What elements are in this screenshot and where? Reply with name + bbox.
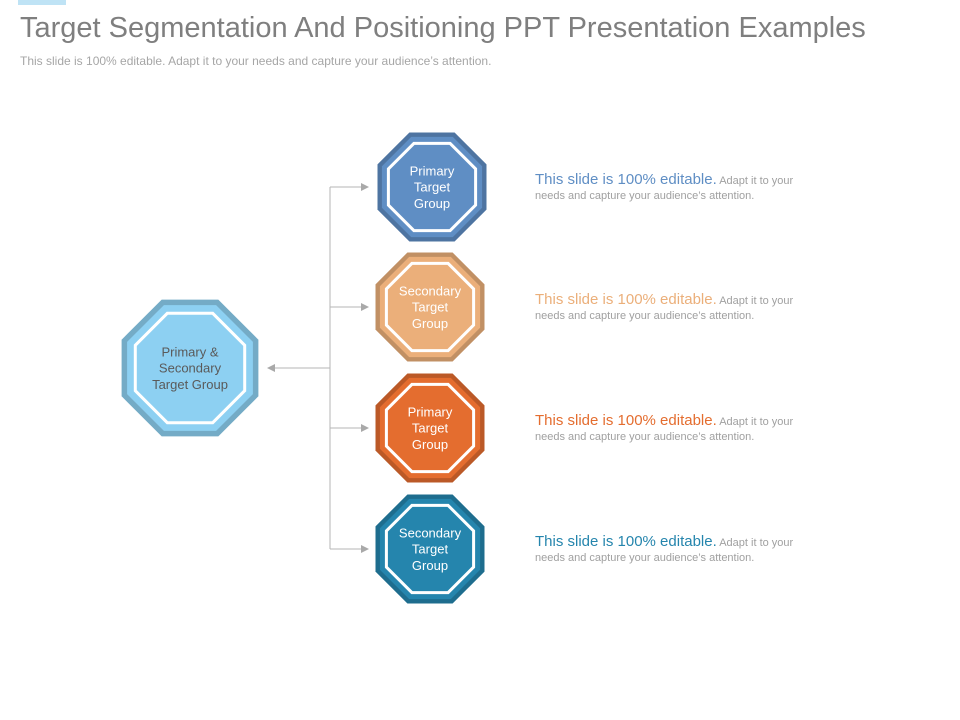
target-octagon-label-line: Target	[412, 300, 449, 315]
slide-title: Target Segmentation And Positioning PPT …	[20, 12, 866, 44]
target-octagon-label-line: Group	[412, 558, 448, 573]
title-accent-bar	[18, 0, 66, 5]
description-lead: This slide is 100% editable.	[535, 171, 717, 188]
center-octagon-ring	[133, 311, 247, 425]
connector-lines	[267, 183, 369, 553]
center-octagon-fill	[127, 305, 253, 431]
center-octagon-label-line: Target Group	[152, 377, 228, 392]
target-octagon-label-line: Target	[412, 542, 449, 557]
target-group-nodes: PrimaryTargetGroupSecondaryTargetGroupPr…	[375, 132, 487, 604]
description-rest: Adapt it to your needs and capture your …	[535, 416, 794, 443]
description-rest: Adapt it to your needs and capture your …	[535, 175, 794, 202]
target-octagon-fill	[379, 498, 481, 600]
target-octagon-ring	[384, 382, 476, 474]
description-item: This slide is 100% editable. Adapt it to…	[535, 292, 825, 324]
description-lead: This slide is 100% editable.	[535, 291, 717, 308]
target-octagon-ring	[384, 261, 476, 353]
center-octagon-label-line: Secondary	[159, 361, 222, 376]
target-octagon-label-line: Secondary	[399, 525, 462, 540]
target-octagon-label-line: Target	[414, 180, 451, 195]
target-octagon-fill	[381, 136, 483, 238]
description-item: This slide is 100% editable. Adapt it to…	[535, 534, 825, 566]
description-item: This slide is 100% editable. Adapt it to…	[535, 172, 825, 204]
target-octagon-ring	[384, 503, 476, 595]
target-octagon-ring	[386, 141, 478, 233]
target-octagon-label-line: Group	[414, 196, 450, 211]
description-lead: This slide is 100% editable.	[535, 533, 717, 550]
description-rest: Adapt it to your needs and capture your …	[535, 537, 794, 564]
description-item: This slide is 100% editable. Adapt it to…	[535, 413, 825, 445]
description-lead: This slide is 100% editable.	[535, 412, 717, 429]
target-octagon-fill	[379, 377, 481, 479]
center-octagon-label-line: Primary &	[161, 344, 218, 359]
target-octagon-label-line: Primary	[408, 404, 453, 419]
target-octagon-label-line: Group	[412, 437, 448, 452]
target-octagon-label-line: Target	[412, 421, 449, 436]
target-octagon-label-line: Group	[412, 316, 448, 331]
description-rest: Adapt it to your needs and capture your …	[535, 295, 794, 322]
slide-subtitle: This slide is 100% editable. Adapt it to…	[20, 54, 492, 68]
target-octagon-label-line: Secondary	[399, 283, 462, 298]
target-octagon-fill	[379, 256, 481, 358]
target-octagon-label-line: Primary	[410, 163, 455, 178]
